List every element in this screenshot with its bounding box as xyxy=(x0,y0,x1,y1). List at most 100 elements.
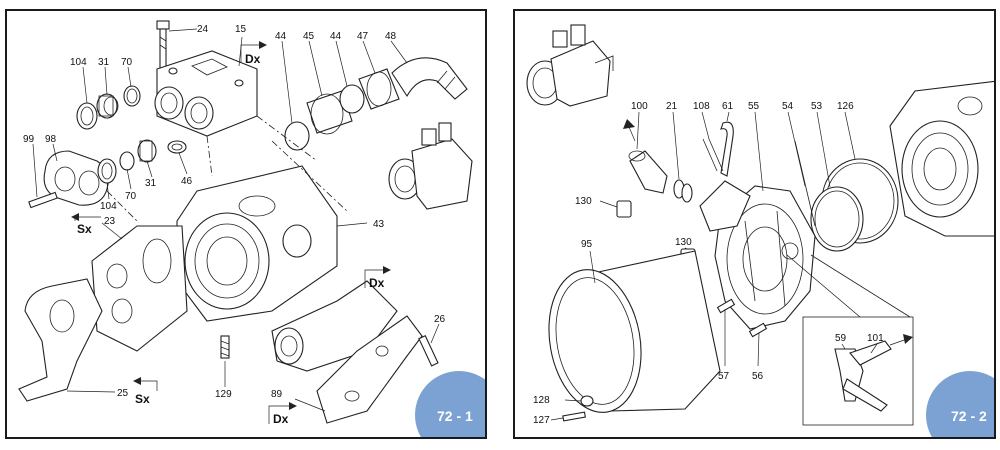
label-25: 25 xyxy=(117,388,129,399)
part-55-cover xyxy=(714,185,816,330)
label-15: 15 xyxy=(235,24,247,35)
part-15-manifold xyxy=(154,50,258,137)
flow-arrow-101 xyxy=(889,334,913,346)
part-104-oring-lower xyxy=(97,158,117,184)
label-104b: 104 xyxy=(100,201,117,212)
part-31-valve-upper xyxy=(96,93,119,119)
part-44-oring-left xyxy=(284,121,310,151)
part-89-bracket xyxy=(316,315,423,424)
label-53: 53 xyxy=(811,101,823,112)
label-108: 108 xyxy=(693,101,710,112)
part-labels-left: 24 15 44 45 44 47 48 104 31 70 99 98 104… xyxy=(23,24,446,400)
label-23: 23 xyxy=(104,216,116,227)
leader-lines-right xyxy=(550,111,878,421)
part-21-oring xyxy=(673,179,693,203)
label-59: 59 xyxy=(835,333,847,344)
panel-72-2: 100 21 108 61 55 54 53 126 130 95 130 57… xyxy=(513,9,996,439)
part-98-cover xyxy=(43,150,109,206)
part-54-gasket xyxy=(794,140,816,227)
part-31-valve-lower xyxy=(137,139,157,163)
label-130: 130 xyxy=(575,196,592,207)
panel-72-1: Dx Sx Dx Sx Dx 24 15 44 45 44 47 48 104 … xyxy=(5,9,487,439)
label-43: 43 xyxy=(373,219,385,230)
svg-text:Sx: Sx xyxy=(135,392,150,406)
label-129: 129 xyxy=(215,389,232,400)
part-70-ring-lower xyxy=(119,151,135,171)
page-badge-72-1: 72 - 1 xyxy=(415,371,485,437)
label-61: 61 xyxy=(722,101,734,112)
label-104: 104 xyxy=(70,57,87,68)
assembled-pump-thumbnail xyxy=(526,24,614,107)
label-47: 47 xyxy=(357,31,369,42)
label-21: 21 xyxy=(666,101,678,112)
label-48: 48 xyxy=(385,31,397,42)
part-130-plug-upper xyxy=(616,200,632,218)
label-98: 98 xyxy=(45,134,57,145)
label-56: 56 xyxy=(752,371,764,382)
part-128-washer xyxy=(580,395,594,407)
direction-marker-sx-bottom: Sx xyxy=(133,377,158,406)
assembled-pump-thumbnail xyxy=(388,122,473,210)
part-70-ring-upper xyxy=(123,85,141,107)
direction-marker-dx-right: Dx xyxy=(364,266,391,290)
exploded-diagram-72-2: 100 21 108 61 55 54 53 126 130 95 130 57… xyxy=(526,24,994,437)
svg-text:72 - 1: 72 - 1 xyxy=(437,408,473,424)
leader-lines-left xyxy=(32,28,440,412)
label-70b: 70 xyxy=(125,191,137,202)
part-108-pin xyxy=(702,138,724,172)
part-26-bolt xyxy=(418,334,439,367)
label-46: 46 xyxy=(181,176,193,187)
direction-marker-sx-left: Sx xyxy=(71,213,101,236)
part-48-hose-tail xyxy=(391,57,468,100)
direction-marker-dx-bottom: Dx xyxy=(268,402,297,426)
outlet-flange xyxy=(699,180,751,232)
detail-inset-box xyxy=(786,254,914,426)
label-101: 101 xyxy=(867,333,884,344)
flow-arrow-100 xyxy=(623,119,636,142)
part-129-stud xyxy=(220,335,230,359)
label-26: 26 xyxy=(434,314,446,325)
exploded-diagram-72-1: Dx Sx Dx Sx Dx 24 15 44 45 44 47 48 104 … xyxy=(18,20,485,437)
label-54: 54 xyxy=(782,101,794,112)
label-55: 55 xyxy=(748,101,760,112)
part-100-elbow xyxy=(628,150,668,194)
label-126: 126 xyxy=(837,101,854,112)
direction-marker-dx-top: Dx xyxy=(240,41,267,66)
part-101-lever xyxy=(842,340,892,412)
page-badge-72-2: 72 - 2 xyxy=(926,371,994,437)
label-95: 95 xyxy=(581,239,593,250)
label-45: 45 xyxy=(303,31,315,42)
label-31b: 31 xyxy=(145,178,157,189)
label-127: 127 xyxy=(533,415,550,426)
svg-text:Dx: Dx xyxy=(245,52,261,66)
part-127-screw xyxy=(562,411,586,422)
part-56-screw xyxy=(748,322,768,338)
svg-text:Sx: Sx xyxy=(77,222,92,236)
part-57-screw xyxy=(716,298,736,314)
svg-text:Dx: Dx xyxy=(369,276,385,290)
part-61-clip xyxy=(720,121,734,177)
label-89: 89 xyxy=(271,389,283,400)
label-44: 44 xyxy=(275,31,287,42)
label-57: 57 xyxy=(718,371,730,382)
svg-text:72 - 2: 72 - 2 xyxy=(951,408,987,424)
label-70: 70 xyxy=(121,57,133,68)
svg-text:Dx: Dx xyxy=(273,412,289,426)
label-31: 31 xyxy=(98,57,110,68)
label-130b: 130 xyxy=(675,237,692,248)
part-44-oring-right xyxy=(339,84,365,114)
label-24: 24 xyxy=(197,24,209,35)
label-99: 99 xyxy=(23,134,35,145)
part-25-bracket xyxy=(18,278,103,402)
label-44b: 44 xyxy=(330,31,342,42)
part-46-ring xyxy=(167,140,187,154)
part-99-bolt xyxy=(28,191,58,209)
label-128: 128 xyxy=(533,395,550,406)
part-47-ring-nut xyxy=(358,68,400,110)
part-43-pump-body xyxy=(176,165,338,322)
part-104-oring-upper xyxy=(76,102,98,130)
part-53-ring xyxy=(810,186,864,252)
part-23-housing xyxy=(91,225,188,352)
part-95-bell xyxy=(548,250,721,413)
part-labels-right: 100 21 108 61 55 54 53 126 130 95 130 57… xyxy=(533,101,884,426)
